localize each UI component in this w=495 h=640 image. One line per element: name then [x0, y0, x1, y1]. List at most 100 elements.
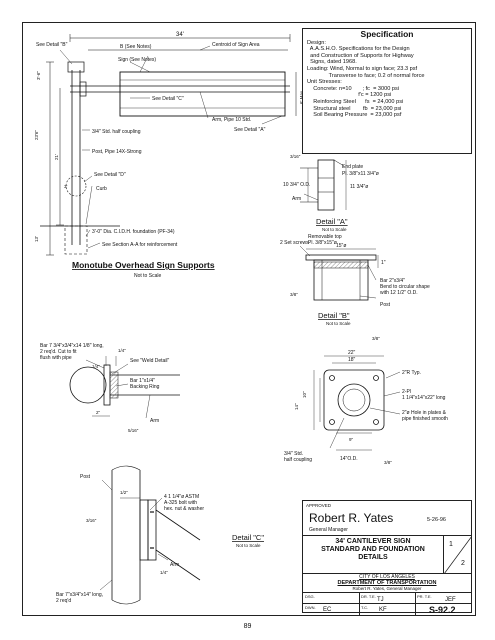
tb-title-row: 34' CANTILEVER SIGN STANDARD AND FOUNDAT…	[303, 535, 472, 574]
spec-line: Structural steel fb = 23,000 psi	[307, 105, 402, 112]
detail-b-title: Detail "B"	[318, 311, 350, 320]
detail-d-weld-top: 3/8"	[372, 336, 380, 341]
tb-divider	[415, 604, 416, 615]
detail-d-weld-bot: 3/8"	[384, 460, 392, 465]
detail-a-od: 10 3/4" O.D.	[283, 182, 310, 188]
detail-b-bar: Bar 2"x3/4"	[380, 278, 405, 284]
detail-b-with-od: with 12 1/2" O.D.	[380, 290, 418, 296]
detail-d-hole-2: pipe finished smooth	[402, 416, 448, 422]
detail-c-bar-top: Bar 7 3/4"x3/4"x14 1/8" long,	[40, 343, 104, 349]
tb-dsg-label: DSG.	[305, 594, 315, 599]
title-block: APPROVED Robert R. Yates 5-26-96 General…	[302, 500, 472, 615]
detail-a-subtitle: Not to Scale	[322, 227, 347, 232]
label-sign-see-notes: Sign (See Notes)	[118, 57, 156, 63]
tb-title-block-text: 34' CANTILEVER SIGN STANDARD AND FOUNDAT…	[303, 538, 443, 562]
tb-gm: Robert R. Yates, General Manager	[352, 586, 422, 591]
label-arm-pipe: Arm, Pipe 10 Std.	[212, 117, 251, 123]
detail-c-bolt-1: 4 1 1/4"ø ASTM	[164, 494, 199, 500]
detail-c-bar-top-2: 2 req'd. Cut to fit	[40, 349, 77, 355]
detail-d-dim-2r: 2"R Typ.	[402, 370, 421, 376]
tb-divider	[415, 593, 416, 604]
detail-d-dim-14: 14"	[294, 403, 299, 410]
tb-sheet-box: 1 2	[443, 536, 472, 574]
spec-line: A.A.S.H.O. Specifications for the Design	[307, 46, 410, 53]
detail-c-drawing	[69, 356, 180, 419]
detail-d-pl: 2-Pl	[402, 389, 411, 395]
tb-title-2: STANDARD AND FOUNDATION	[321, 546, 425, 553]
detail-c-dim-1-4-b: 1/4"	[118, 348, 126, 353]
dim-3-6: 3'-6"	[36, 71, 41, 80]
tb-sheet-slash	[444, 536, 472, 574]
tb-city: CITY OF LOS ANGELES	[359, 574, 415, 580]
detail-c-dim-quarter: 1/4"	[160, 570, 168, 575]
detail-c-title: Detail "C"	[232, 533, 264, 542]
spec-line: Concrete: n=10 ; fc = 3000 psi	[307, 85, 400, 92]
spec-line: Reinforcing Steel fs = 24,000 psi	[307, 98, 404, 105]
tb-pr-label: PR. T.E.	[417, 594, 432, 599]
label-see-detail-d: See Detail "D"	[94, 172, 126, 178]
label-post-pipe: Post, Pipe 14X-Strong	[92, 149, 142, 155]
detail-d-pl-size: 1 1/4"x14"x22" long	[402, 395, 446, 401]
tb-tc-label: T.C.	[361, 605, 369, 610]
tb-sign-row-1: DSG. DR. T.E. TJ PR. T.E. JEF	[303, 592, 471, 604]
detail-d-drawing	[313, 355, 401, 451]
label-foundation: 3'-0" Dia. C.I.D.H. foundation (PF-34)	[92, 229, 175, 235]
detail-b-drawing	[299, 245, 379, 301]
tb-dr-val: TJ	[377, 597, 384, 603]
detail-d-hole: 2"ø Hole in plates &	[402, 410, 447, 416]
spec-line: Soil Bearing Pressure = 23,000 psf	[307, 112, 402, 119]
tb-dwn-val: EC	[323, 607, 332, 613]
detail-b-top-plate: Pl. 3/8"x15"ø	[308, 240, 337, 246]
tb-tc-val: KF	[379, 607, 387, 613]
dim-13: 13'	[34, 236, 39, 242]
detail-c-dim-1-4: 1/4"	[92, 364, 100, 369]
elevation-view	[40, 34, 297, 256]
detail-d-coupling: 3/4" Std.	[284, 451, 303, 457]
detail-a-labels: End plate Pl. 3/8"x11 3/4"ø 3/16" 10 3/4…	[283, 154, 379, 232]
detail-a-title: Detail "A"	[316, 217, 348, 226]
detail-b-set-screws: 2 Set screws	[280, 240, 309, 246]
detail-c-arm-2: Arm	[170, 562, 179, 568]
detail-c-lower-drawing	[99, 465, 201, 605]
detail-c-dim-2: 2"	[96, 410, 101, 415]
tb-dwg-number: S-92.2	[429, 605, 456, 615]
tb-title-3: DETAILS	[358, 554, 388, 561]
detail-d-labels: 3/8" 22" 18" 10" 14" 9" 2"R Typ. 2-Pl 1 …	[284, 336, 448, 465]
label-b-see-notes: B (See Notes)	[120, 44, 152, 50]
detail-a-weld: 3/16"	[290, 154, 301, 159]
detail-b-dim-1: 1"	[381, 260, 386, 266]
detail-d-dim-18: 18"	[348, 357, 356, 363]
detail-c-post: Post	[80, 474, 91, 480]
detail-d-dim-22: 22"	[348, 350, 356, 356]
detail-c-weld-3-16: 3/16"	[86, 518, 97, 523]
tb-dwn-label: DWN.	[305, 605, 316, 610]
tb-title-1: 34' CANTILEVER SIGN	[335, 538, 411, 545]
tb-name: Robert R. Yates	[309, 511, 394, 525]
label-see-detail-c: See Detail "C"	[152, 96, 184, 102]
detail-c-bolt-3: hex. nut & washer	[164, 506, 204, 512]
tb-divider	[359, 604, 360, 615]
drawing-sheet-border	[22, 22, 476, 616]
spec-line: f'c = 1200 psi	[307, 92, 392, 99]
spec-line: Signs, dated 1968.	[307, 59, 357, 66]
tb-date: 5-26-96	[427, 517, 446, 523]
detail-b-dim-15: 15"ø	[336, 243, 346, 249]
detail-a-end-plate: End plate	[342, 164, 363, 170]
spec-line: Loading: Wind, Normal to sign face; 23.3…	[307, 65, 418, 72]
tb-sheet-num: 1	[449, 541, 453, 548]
detail-d-coupling-2: half coupling	[284, 457, 312, 463]
detail-c-arm: Arm	[150, 418, 159, 424]
tb-sheet-of: 2	[461, 560, 465, 567]
dim-23-6: 23'6"	[34, 130, 39, 140]
label-section-aa: See Section A-A for reinforcement	[102, 242, 178, 248]
detail-c-weld-5-16: 5/16"	[128, 428, 139, 433]
specification-title: Specification	[360, 29, 414, 39]
page-number: 89	[243, 623, 252, 630]
detail-b-weld: 3/8"	[290, 292, 298, 297]
tb-approved: APPROVED	[306, 503, 332, 508]
detail-c-bar-bot: Bar 7"x3/4"x14" long,	[56, 592, 103, 598]
detail-c-dim-half: 1/2"	[120, 490, 128, 495]
label-half-coupling: 3/4" Std. half coupling	[92, 129, 141, 135]
detail-c-subtitle: Not to Scale	[236, 543, 261, 548]
